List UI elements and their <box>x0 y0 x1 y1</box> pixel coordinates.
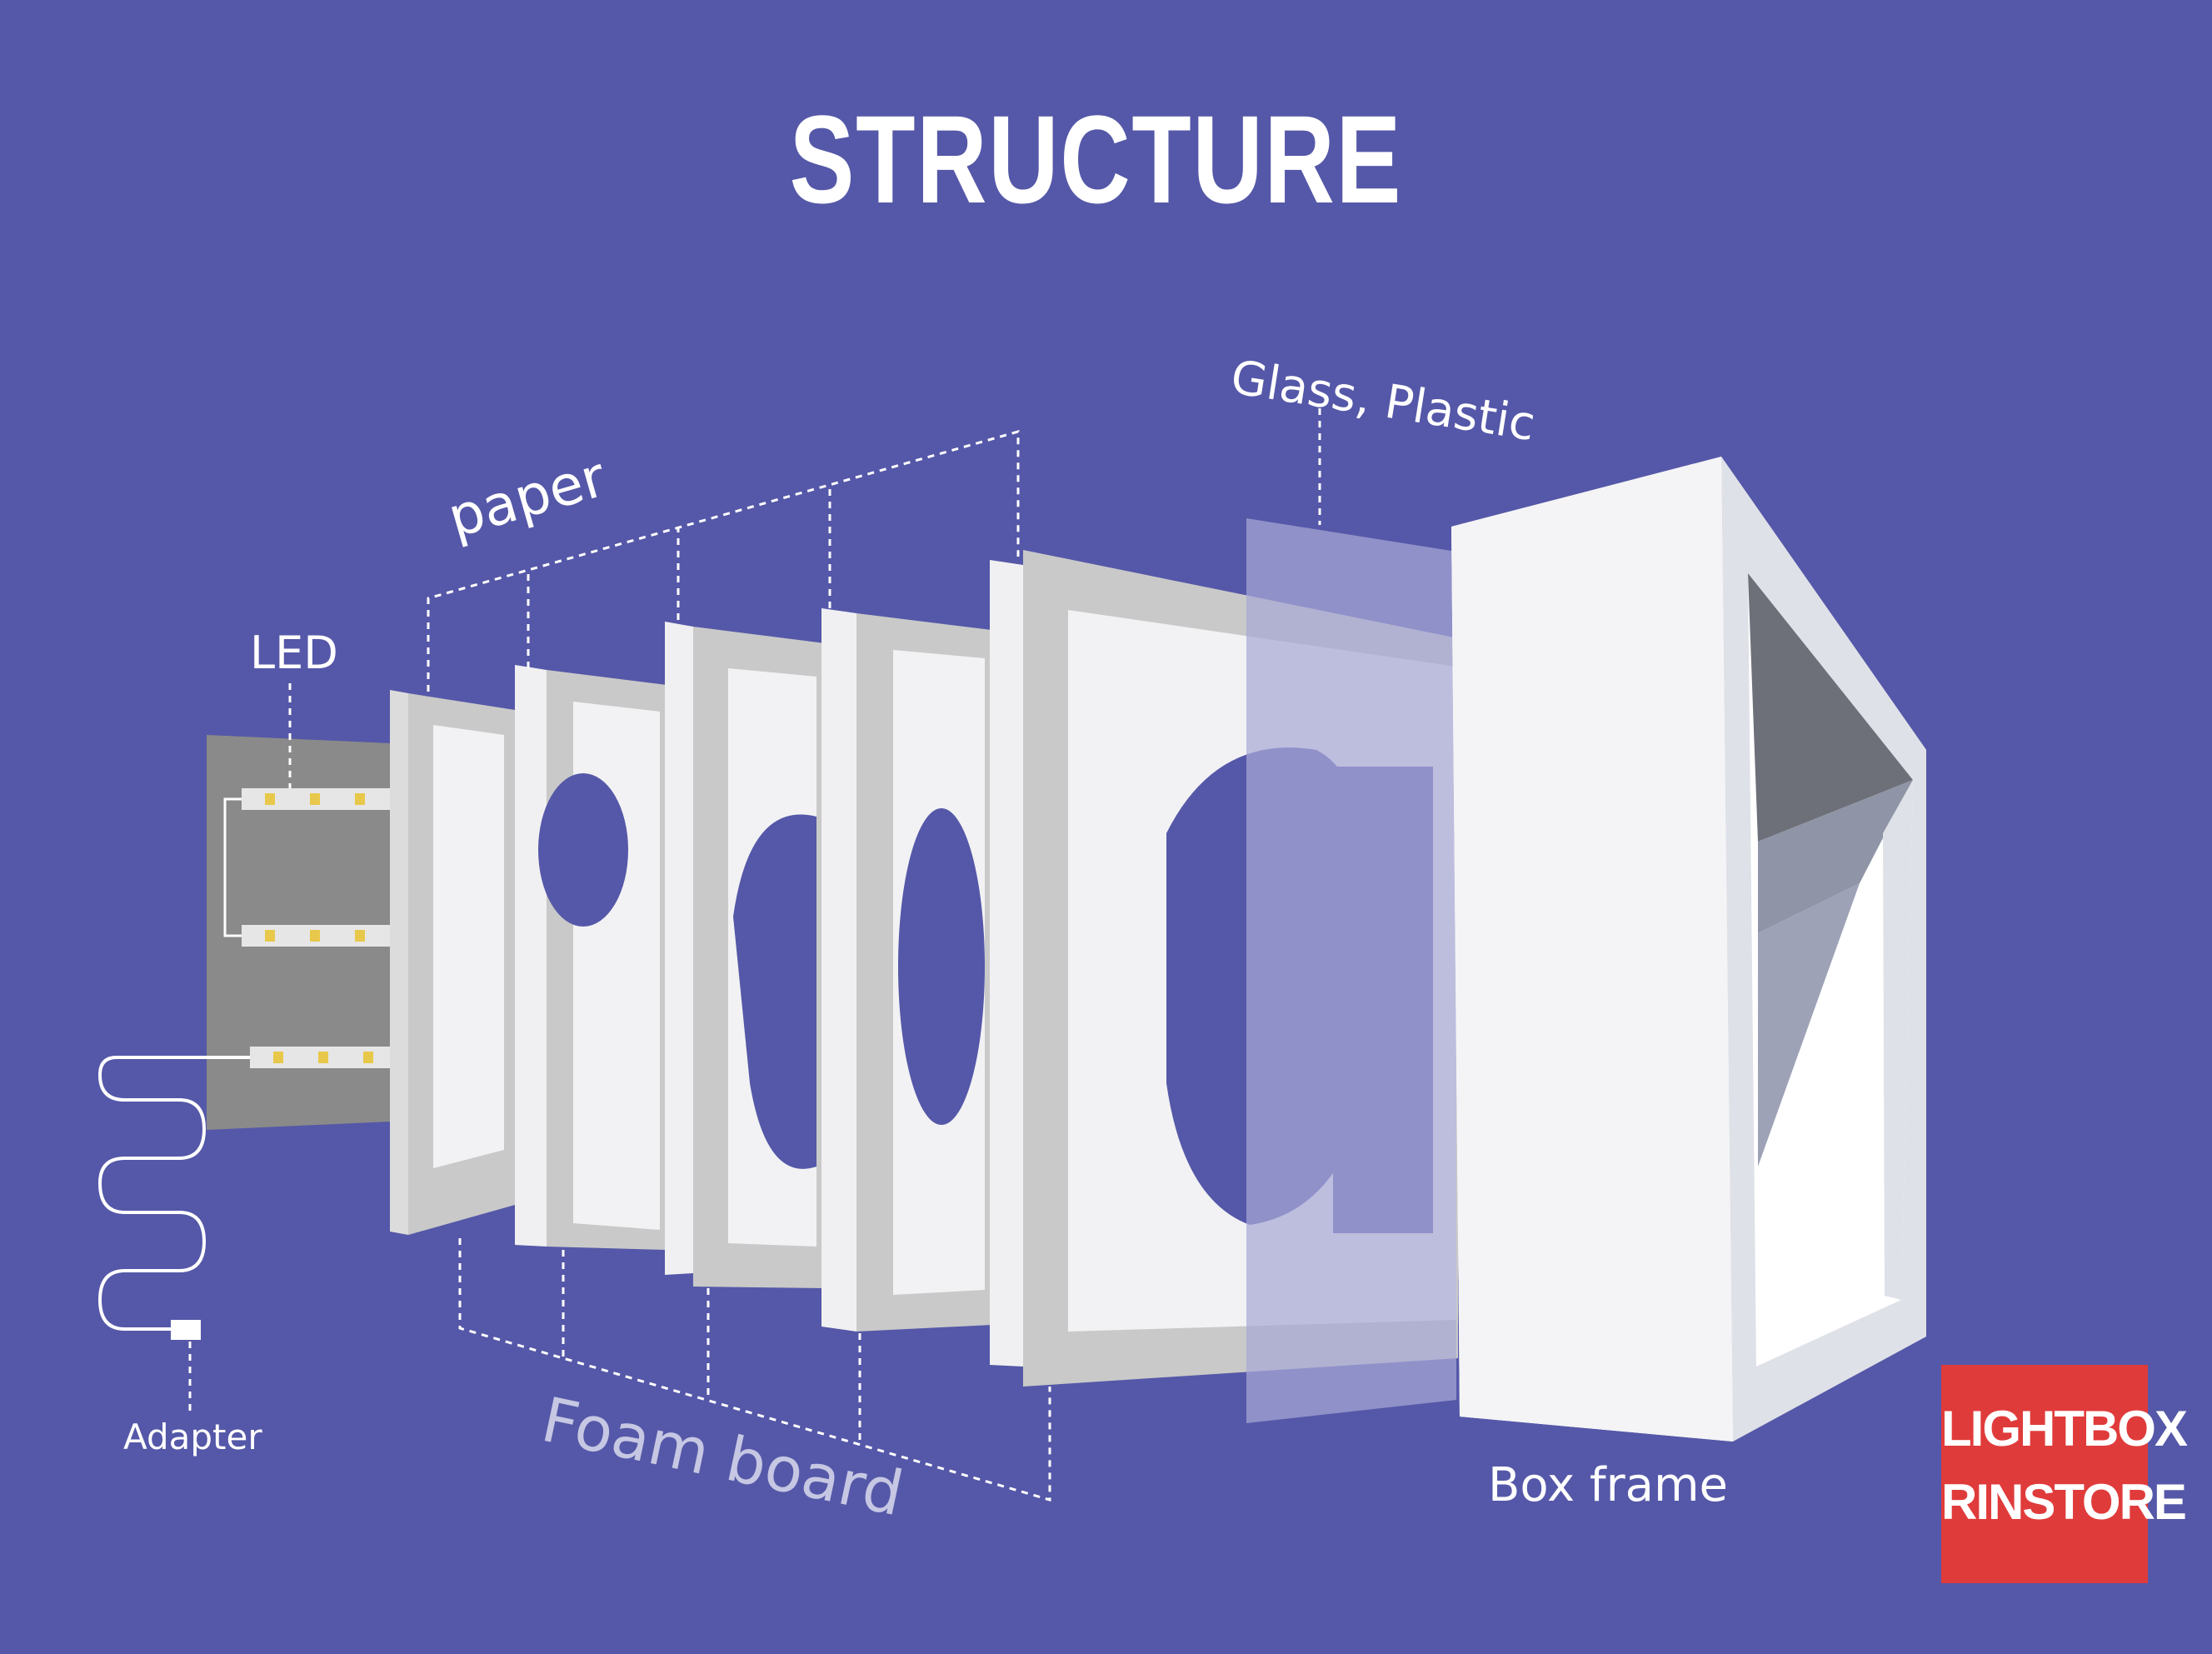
box-frame <box>1451 457 1926 1442</box>
logo-line-1: LIGHTBOX <box>1941 1400 2148 1457</box>
layer-panel-3 <box>665 622 825 1288</box>
adapter-label: Adapter <box>123 1417 262 1457</box>
adapter-plug <box>171 1320 201 1340</box>
brand-logo: LIGHTBOX RINSTORE <box>1941 1365 2148 1583</box>
box-frame-label: Box frame <box>1488 1458 1728 1512</box>
layer-panel-1 <box>390 690 515 1235</box>
led-label: LED <box>250 627 338 679</box>
layer-panel-4 <box>821 608 991 1332</box>
layer-panel-2 <box>515 665 667 1250</box>
page-title: STRUCTURE <box>233 87 1959 232</box>
led-board <box>207 735 390 1130</box>
glass-plastic-sheet <box>1246 518 1456 1423</box>
logo-line-2: RINSTORE <box>1941 1473 2148 1531</box>
